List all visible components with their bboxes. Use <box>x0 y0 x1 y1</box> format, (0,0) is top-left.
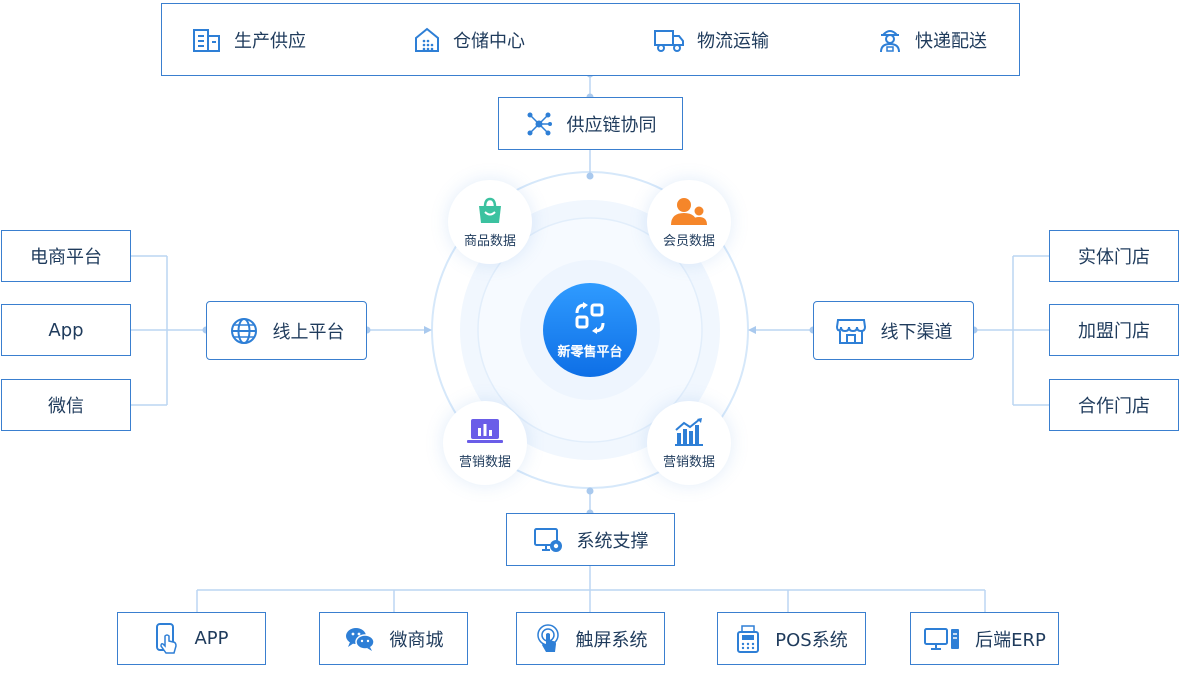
offline-channel-node[interactable]: 线下渠道 <box>813 301 974 360</box>
member-data-label: 会员数据 <box>662 233 715 249</box>
member-data-node[interactable]: 会员数据 <box>647 180 731 264</box>
online-platform-node[interactable]: 线上平台 <box>206 301 367 360</box>
source-label: 实体门店 <box>1078 247 1150 268</box>
growth-chart-icon <box>673 417 705 447</box>
system-erp[interactable]: 后端ERP <box>910 612 1059 665</box>
system-label: 微商城 <box>389 629 444 651</box>
marketing-data-node-right[interactable]: 营销数据 <box>647 401 731 485</box>
sync-icon <box>573 301 607 335</box>
product-data-node[interactable]: 商品数据 <box>448 180 532 264</box>
factory-icon <box>192 27 222 53</box>
system-label: 触屏系统 <box>575 629 648 651</box>
source-franchise-store[interactable]: 加盟门店 <box>1049 304 1179 356</box>
supply-item-warehouse[interactable]: 仓储中心 <box>413 4 525 76</box>
supply-chain-label: 供应链协同 <box>566 114 657 136</box>
globe-icon <box>229 316 259 346</box>
system-micro-mall[interactable]: 微商城 <box>319 612 468 665</box>
monitor-chart-icon <box>466 417 504 447</box>
touch-screen-icon <box>534 623 562 655</box>
system-pos[interactable]: POS系统 <box>717 612 866 665</box>
source-physical-store[interactable]: 实体门店 <box>1049 230 1179 282</box>
phone-touch-icon <box>154 622 180 656</box>
marketing-data-node-left[interactable]: 营销数据 <box>443 401 527 485</box>
marketing-data-label: 营销数据 <box>662 454 715 470</box>
source-label: 电商平台 <box>30 247 102 268</box>
network-icon <box>525 110 553 138</box>
offline-channel-label: 线下渠道 <box>880 321 953 343</box>
system-label: 后端ERP <box>975 629 1046 651</box>
online-platform-label: 线上平台 <box>272 321 345 343</box>
courier-icon <box>877 26 903 54</box>
storefront-icon <box>835 316 867 346</box>
supply-item-logistics[interactable]: 物流运输 <box>653 4 769 76</box>
new-retail-platform-node[interactable]: 新零售平台 <box>543 283 637 377</box>
supply-item-delivery[interactable]: 快递配送 <box>877 4 987 76</box>
supply-bar: 生产供应 仓储中心 物流运输 快递配送 <box>161 3 1020 76</box>
supply-item-label: 物流运输 <box>697 31 769 52</box>
shopping-bag-icon <box>475 196 505 226</box>
source-wechat[interactable]: 微信 <box>1 379 131 431</box>
system-app[interactable]: APP <box>117 612 266 665</box>
users-icon <box>669 196 709 226</box>
source-ecommerce[interactable]: 电商平台 <box>1 230 131 282</box>
source-label: App <box>48 319 84 341</box>
system-label: APP <box>194 628 229 649</box>
monitor-gear-icon <box>533 526 563 554</box>
source-label: 合作门店 <box>1078 396 1150 417</box>
source-label: 加盟门店 <box>1078 321 1150 342</box>
supply-chain-node[interactable]: 供应链协同 <box>498 97 683 150</box>
supply-item-label: 生产供应 <box>234 31 306 52</box>
source-partner-store[interactable]: 合作门店 <box>1049 379 1179 431</box>
system-label: POS系统 <box>775 629 848 651</box>
marketing-data-label: 营销数据 <box>458 454 511 470</box>
supply-item-label: 快递配送 <box>915 31 987 52</box>
supply-item-label: 仓储中心 <box>453 31 525 52</box>
pos-terminal-icon <box>735 624 761 654</box>
system-touch-screen[interactable]: 触屏系统 <box>516 612 665 665</box>
supply-item-production[interactable]: 生产供应 <box>192 4 306 76</box>
wechat-icon <box>344 625 376 653</box>
center-label: 新零售平台 <box>557 344 623 360</box>
source-label: 微信 <box>48 396 84 417</box>
product-data-label: 商品数据 <box>463 233 516 249</box>
source-app[interactable]: App <box>1 304 131 356</box>
system-support-node[interactable]: 系统支撑 <box>506 513 675 566</box>
server-computer-icon <box>923 626 961 652</box>
system-support-label: 系统支撑 <box>576 530 649 552</box>
warehouse-icon <box>413 26 441 54</box>
truck-icon <box>653 27 685 53</box>
